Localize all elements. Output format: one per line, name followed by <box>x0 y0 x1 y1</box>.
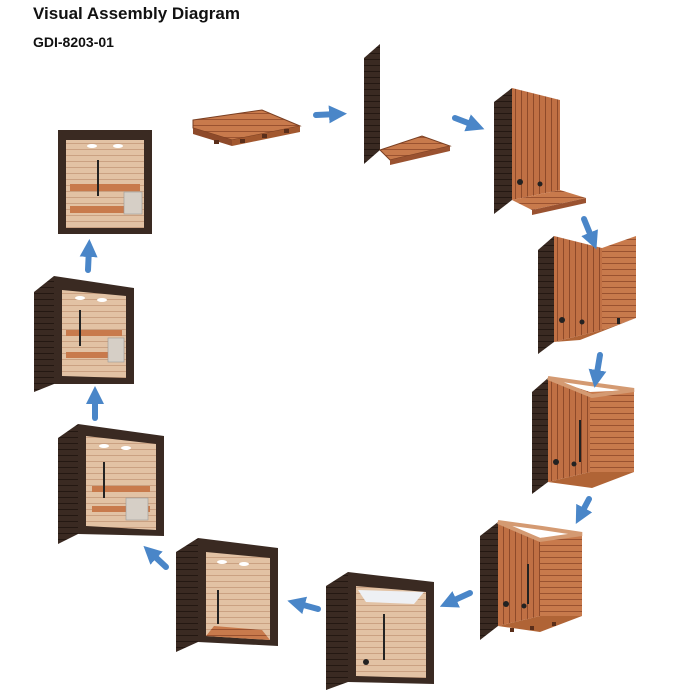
step-5-top-frame <box>532 376 635 494</box>
step-9-benches <box>58 424 164 544</box>
arrow-1-to-2 <box>313 105 347 124</box>
arrow-6-to-7 <box>439 590 473 608</box>
arrow-2-to-3 <box>452 114 485 132</box>
arrow-5-to-6 <box>575 496 593 524</box>
arrow-8-to-9 <box>143 545 169 570</box>
step-11-finished-sauna <box>58 130 152 234</box>
step-7-front-frame <box>326 572 434 690</box>
step-10-outer-panels <box>34 276 134 392</box>
model-number: GDI-8203-01 <box>33 34 114 50</box>
flow-arrows <box>79 105 607 615</box>
arrow-3-to-4 <box>581 216 598 250</box>
step-8-ceiling-light <box>176 538 278 652</box>
diagram-title: Visual Assembly Diagram <box>33 4 240 23</box>
arrow-4-to-5 <box>588 352 607 388</box>
step-3-back-wall <box>494 88 586 215</box>
step-4-right-wall <box>538 236 636 354</box>
step-2-left-wall <box>364 44 452 165</box>
step-6-bench-frame <box>480 520 583 640</box>
arrow-10-to-11 <box>79 239 98 273</box>
step-1-floor-base <box>192 109 302 146</box>
arrow-7-to-8 <box>287 596 321 615</box>
